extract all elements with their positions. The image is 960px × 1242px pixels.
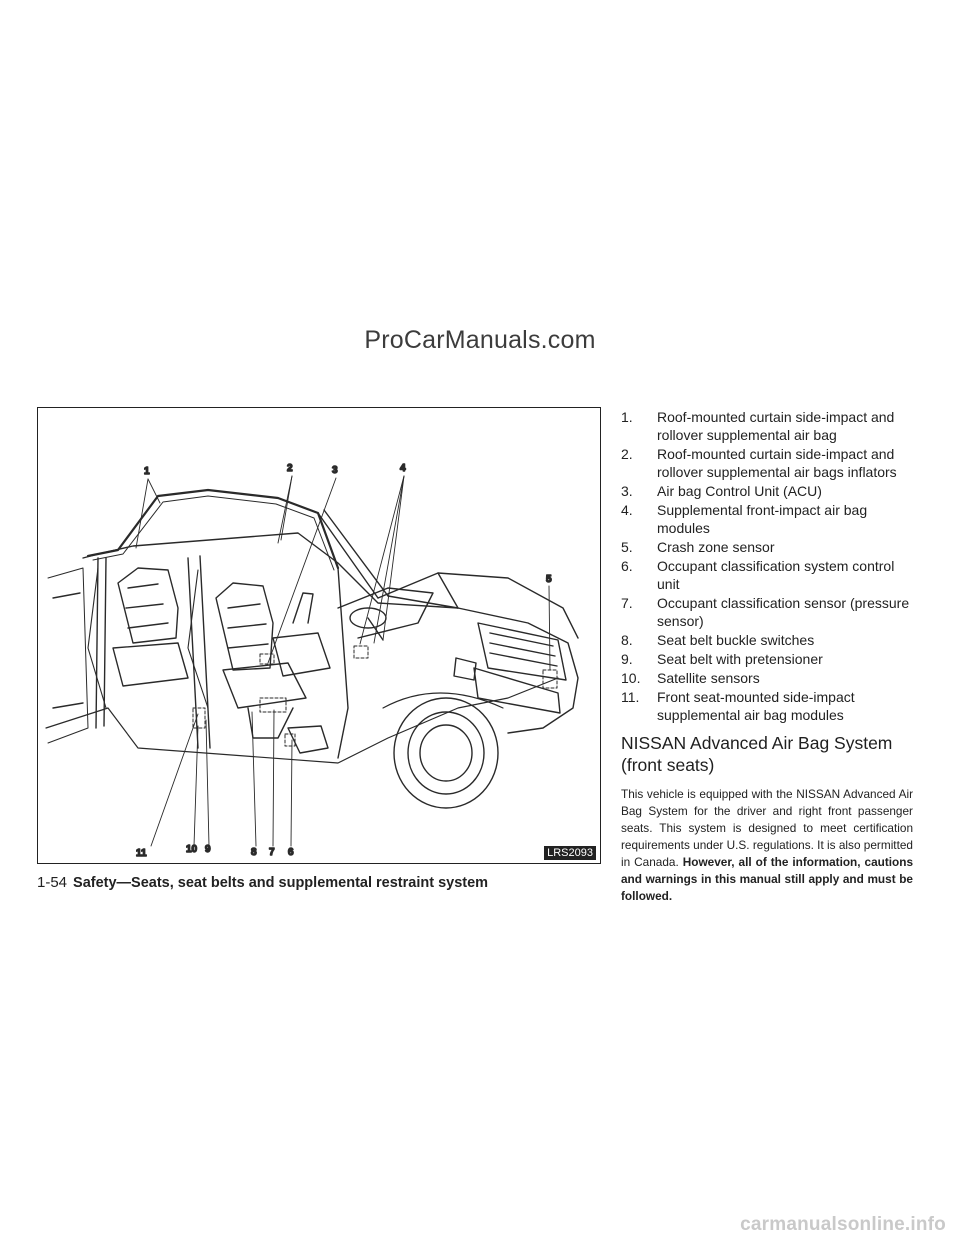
legend-item: 9. Seat belt with pretensioner	[621, 650, 913, 668]
legend-text: Front seat-mounted side-impact supplemen…	[657, 689, 855, 723]
callout-11: 11	[136, 848, 147, 859]
callout-3: 3	[332, 465, 338, 476]
legend-text: Supplemental front-impact air bag module…	[657, 502, 868, 536]
legend-number: 7.	[621, 595, 633, 611]
legend-text: Satellite sensors	[657, 670, 760, 686]
callout-7: 7	[269, 847, 275, 858]
legend-item: 3. Air bag Control Unit (ACU)	[621, 482, 913, 500]
section-body: This vehicle is equipped with the NISSAN…	[621, 786, 913, 905]
legend-item: 1. Roof-mounted curtain side-impact and r…	[621, 408, 913, 444]
legend-text: Occupant classification sensor (pressure…	[657, 595, 910, 629]
legend-item: 11. Front seat-mounted side-impact supple…	[621, 688, 913, 724]
legend-number: 3.	[621, 483, 633, 499]
callout-10: 10	[186, 844, 198, 855]
legend-number: 5.	[621, 539, 633, 555]
legend-number: 11.	[621, 689, 640, 705]
section-heading: NISSAN Advanced Air Bag System (front se…	[621, 733, 893, 775]
legend-item: 5. Crash zone sensor	[621, 538, 913, 556]
legend-item: 4. Supplemental front-impact air bag modu…	[621, 501, 913, 537]
callout-1: 1	[144, 466, 150, 477]
callout-2: 2	[287, 463, 293, 474]
callout-6: 6	[288, 847, 294, 858]
legend-number: 1.	[621, 409, 633, 425]
legend-text: Roof-mounted curtain side-impact and rol…	[657, 409, 895, 443]
legend-text: Air bag Control Unit (ACU)	[657, 483, 822, 499]
footer-section-title: Safety—Seats, seat belts and supplementa…	[73, 875, 489, 891]
callout-9: 9	[205, 844, 211, 855]
legend-item: 10. Satellite sensors	[621, 669, 913, 687]
watermark-procarmanuals: ProCarManuals.com	[364, 326, 596, 354]
legend-number: 9.	[621, 651, 633, 667]
airbag-system-diagram: 1 2 3 4 5 6 7 8 9 10 11 LRS2093	[37, 407, 601, 864]
legend-text: Seat belt buckle switches	[657, 632, 815, 648]
page-footer: 1-54 Safety—Seats, seat belts and supple…	[37, 874, 488, 891]
legend-item: 8. Seat belt buckle switches	[621, 631, 913, 649]
page-number: 1-54	[37, 874, 68, 891]
section-body-text: This vehicle is equipped with the NISSAN…	[621, 787, 913, 869]
legend-number: 10.	[621, 670, 641, 686]
right-column: 1. Roof-mounted curtain side-impact and r…	[621, 408, 913, 905]
legend-item: 7. Occupant classification sensor (pressu…	[621, 594, 913, 630]
legend-item: 6. Occupant classification system control…	[621, 557, 913, 593]
callout-5: 5	[546, 574, 552, 585]
callout-4: 4	[400, 463, 406, 474]
legend-text: Roof-mounted curtain side-impact and rol…	[657, 446, 897, 480]
figure-code: LRS2093	[544, 846, 596, 860]
legend-text: Crash zone sensor	[657, 539, 775, 555]
legend-number: 4.	[621, 502, 633, 518]
legend-number: 8.	[621, 632, 633, 648]
legend-text: Seat belt with pretensioner	[657, 651, 823, 667]
vehicle-cutaway-illustration: 1 2 3 4 5 6 7 8 9 10 11	[45, 462, 579, 860]
legend-text: Occupant classification system control u…	[657, 558, 895, 592]
component-legend: 1. Roof-mounted curtain side-impact and r…	[621, 408, 913, 724]
legend-item: 2. Roof-mounted curtain side-impact and r…	[621, 445, 913, 481]
callout-8: 8	[251, 847, 257, 858]
section-body-emphasis: However, all of the information, caution…	[621, 855, 914, 903]
legend-number: 2.	[621, 446, 633, 462]
legend-number: 6.	[621, 558, 633, 574]
watermark-carmanualsonline: carmanualsonline.info	[740, 1214, 946, 1235]
